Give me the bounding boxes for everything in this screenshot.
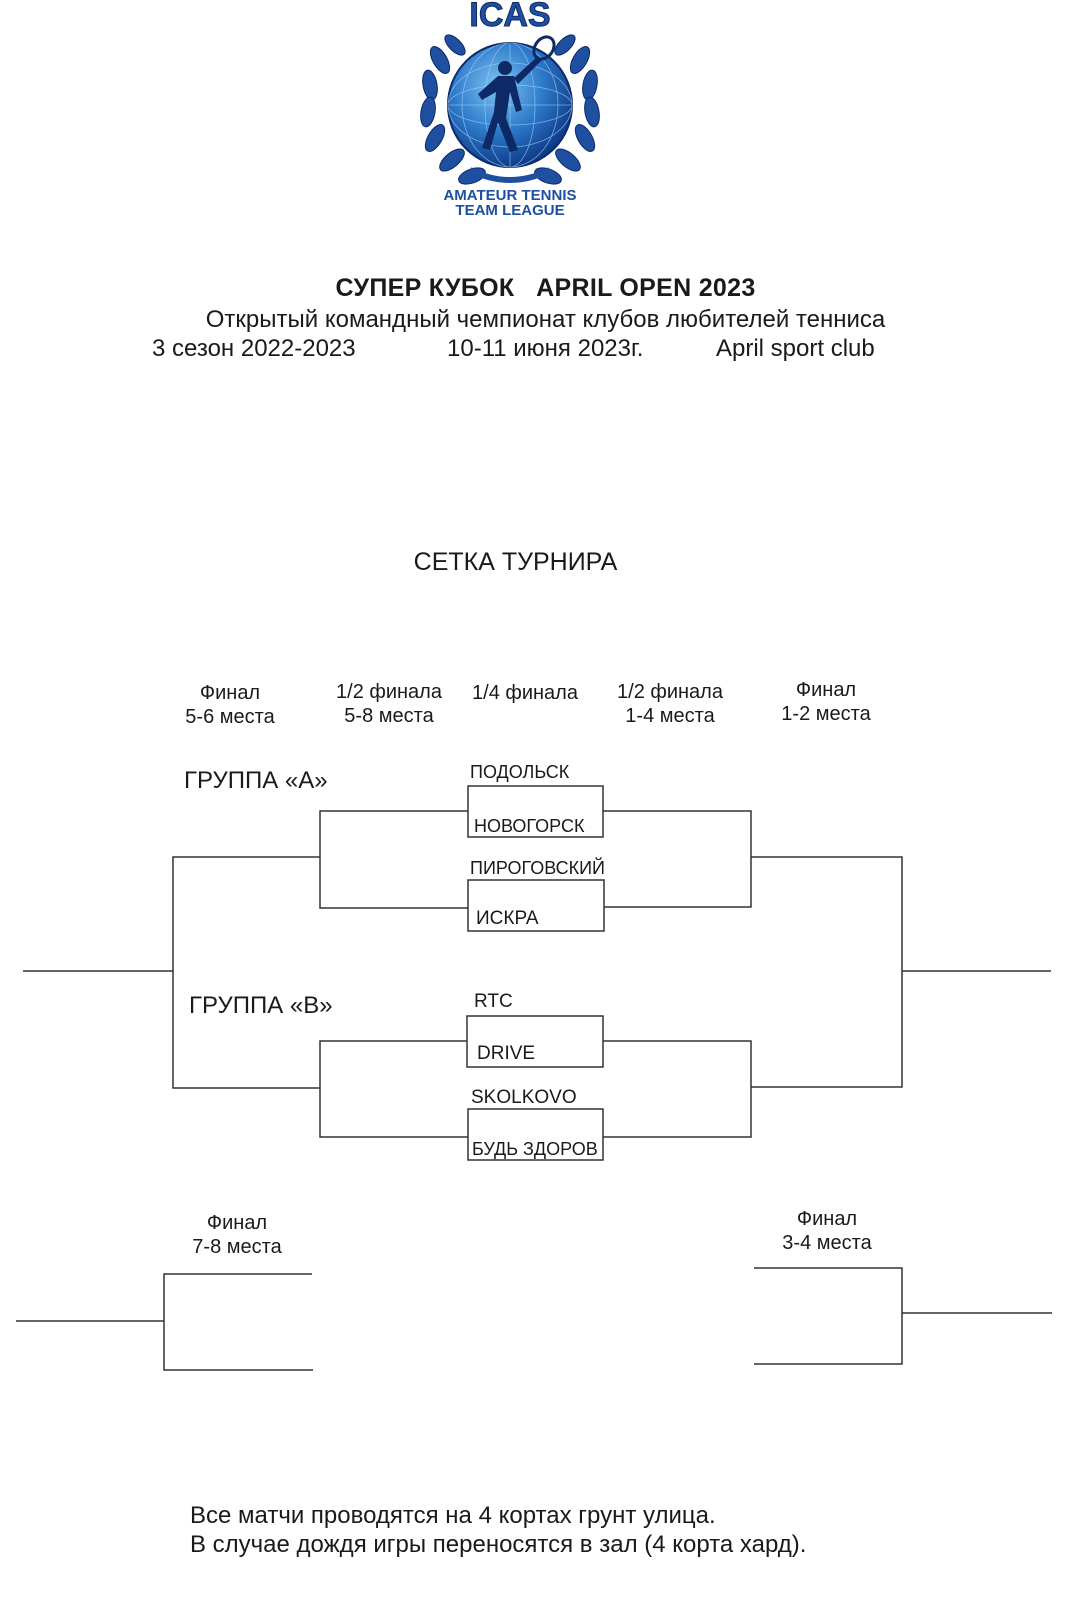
semi-5-8-a-bracket (319, 810, 468, 909)
semi-5-8-b-bracket (319, 1040, 468, 1138)
final-5-6-bracket (172, 856, 320, 1089)
round-label-quarter: 1/4 финала (450, 681, 600, 705)
round-label-line1: 1/2 финала (336, 681, 442, 703)
round-label-line1: Финал (795, 679, 857, 701)
round-label-line1: Финал (796, 1208, 858, 1230)
team-bud-zdorov: БУДЬ ЗДОРОВ (472, 1139, 598, 1159)
tennis-player-globe-laurel-icon (420, 34, 600, 185)
final-7-8-bracket (163, 1273, 313, 1371)
footer-note-line2: В случае дождя игры переносятся в зал (4… (190, 1531, 807, 1558)
team-iskra: ИСКРА (476, 908, 539, 929)
round-label-line2: 3-4 места (782, 1232, 872, 1254)
round-label-line2: 7-8 места (192, 1236, 282, 1258)
group-b-label: ГРУППА «В» (189, 992, 333, 1019)
round-label-line1: 1/4 финала (472, 682, 578, 704)
logo-tagline-line2: TEAM LEAGUE (455, 202, 565, 219)
final-3-4-bracket (754, 1267, 903, 1365)
round-label-line2: 5-8 места (344, 705, 434, 727)
season-text: 3 сезон 2022-2023 (152, 335, 356, 362)
logo-acronym: ICAS (469, 0, 551, 35)
round-label-final-7-8: Финал 7-8 места (162, 1211, 312, 1259)
footer-note-line1: Все матчи проводятся на 4 кортах грунт у… (190, 1502, 716, 1529)
team-novogorsk: НОВОГОРСК (474, 816, 585, 836)
team-pirogovsky: ПИРОГОВСКИЙ (470, 858, 605, 878)
round-label-line1: 1/2 финала (617, 681, 723, 703)
round-label-final-3-4: Финал 3-4 места (752, 1207, 902, 1255)
round-label-final-5-6: Финал 5-6 места (155, 681, 305, 729)
team-skolkovo: SKOLKOVO (471, 1087, 577, 1108)
team-drive: DRIVE (477, 1043, 536, 1064)
round-label-line2: 1-4 места (625, 705, 715, 727)
semi-1-4-b-bracket (603, 1040, 752, 1138)
final-1-2-bracket (751, 856, 903, 1088)
league-logo: ICAS AMATEUR TENNIS TEAM LEAGUE (410, 0, 610, 225)
round-label-line1: Финал (199, 682, 261, 704)
team-rtc: RTC (474, 991, 513, 1012)
bracket-title: СЕТКА ТУРНИРА (413, 548, 618, 576)
team-podolsk: ПОДОЛЬСК (470, 762, 570, 782)
round-label-semi-1-4: 1/2 финала 1-4 места (595, 680, 745, 728)
logo-tagline-line1: AMATEUR TENNIS (443, 187, 577, 204)
round-label-line1: Финал (206, 1212, 268, 1234)
page-subtitle: Открытый командный чемпионат клубов люби… (205, 306, 886, 333)
group-a-label: ГРУППА «А» (184, 767, 328, 794)
round-label-line2: 5-6 места (185, 706, 275, 728)
round-label-semi-5-8: 1/2 финала 5-8 места (314, 680, 464, 728)
round-label-line2: 1-2 места (781, 703, 871, 725)
page-title: СУПЕР КУБОК APRIL OPEN 2023 (335, 274, 756, 302)
venue-text: April sport club (716, 335, 875, 362)
round-label-final-1-2: Финал 1-2 места (751, 678, 901, 726)
semi-1-4-a-bracket (603, 810, 752, 908)
match-box-a2 (467, 879, 605, 932)
match-box-b2 (467, 1108, 604, 1161)
dates-text: 10-11 июня 2023г. (447, 335, 644, 362)
